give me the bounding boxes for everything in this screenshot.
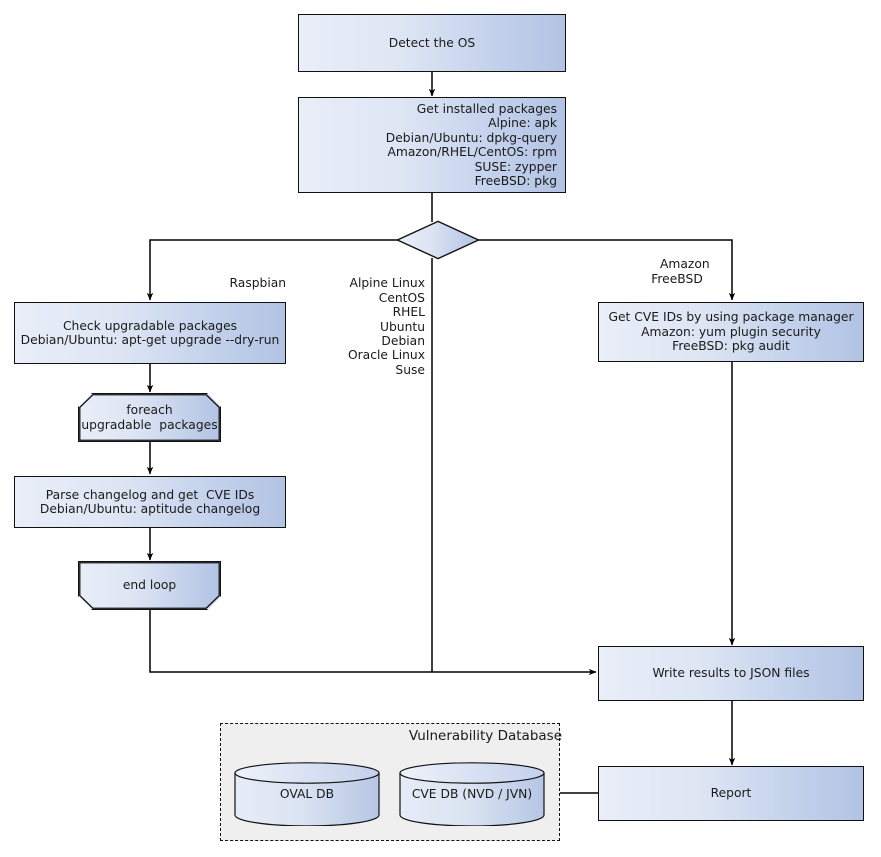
edge-label-raspbian: Raspbian	[160, 262, 340, 305]
node-end-loop[interactable]: end loop	[78, 561, 221, 610]
database-oval-db-label: OVAL DB	[279, 787, 335, 801]
edge-label-os-list: Alpine Linux CentOS RHEL Ubuntu Debian O…	[265, 262, 425, 391]
database-cve-db-label: CVE DB (NVD / JVN)	[411, 787, 533, 801]
database-oval-db-icon	[234, 762, 380, 827]
node-foreach-loop-start[interactable]: foreach upgradable packages	[78, 393, 221, 442]
node-foreach-loop-start-label: foreach upgradable packages	[81, 403, 218, 432]
node-report-label: Report	[710, 786, 752, 801]
edge-label-amazon-freebsd-text: Amazon FreeBSD	[651, 257, 710, 286]
edge-label-amazon-freebsd: Amazon FreeBSD	[627, 243, 727, 301]
node-end-loop-label: end loop	[122, 578, 177, 593]
node-check-upgradable-packages-label: Check upgradable packages Debian/Ubuntu:…	[20, 318, 280, 348]
node-parse-changelog-label: Parse changelog and get CVE IDs Debian/U…	[39, 487, 261, 517]
vulnerability-database-title-text: Vulnerability Database	[408, 728, 562, 744]
node-get-installed-packages[interactable]: Get installed packages Alpine: apk Debia…	[298, 97, 566, 193]
node-write-results-label: Write results to JSON files	[652, 666, 810, 681]
database-oval-db[interactable]: OVAL DB	[234, 762, 380, 827]
node-write-results[interactable]: Write results to JSON files	[598, 646, 864, 701]
node-detect-os-label: Detect the OS	[388, 35, 476, 50]
node-report[interactable]: Report	[598, 766, 864, 821]
node-detect-os[interactable]: Detect the OS	[298, 14, 566, 72]
database-cve-db-icon	[399, 762, 545, 827]
node-get-installed-packages-label: Get installed packages Alpine: apk Debia…	[385, 101, 557, 189]
edge-label-raspbian-text: Raspbian	[229, 276, 287, 291]
node-parse-changelog[interactable]: Parse changelog and get CVE IDs Debian/U…	[14, 476, 286, 528]
node-get-cve-ids-label: Get CVE IDs by using package manager Ama…	[608, 310, 854, 354]
node-check-upgradable-packages[interactable]: Check upgradable packages Debian/Ubuntu:…	[14, 302, 286, 364]
edge-label-os-list-text: Alpine Linux CentOS RHEL Ubuntu Debian O…	[347, 276, 425, 377]
vulnerability-database-title: Vulnerability Database	[260, 728, 562, 744]
node-decision-os[interactable]	[396, 220, 480, 260]
node-get-cve-ids[interactable]: Get CVE IDs by using package manager Ama…	[598, 302, 864, 362]
database-cve-db[interactable]: CVE DB (NVD / JVN)	[399, 762, 545, 827]
